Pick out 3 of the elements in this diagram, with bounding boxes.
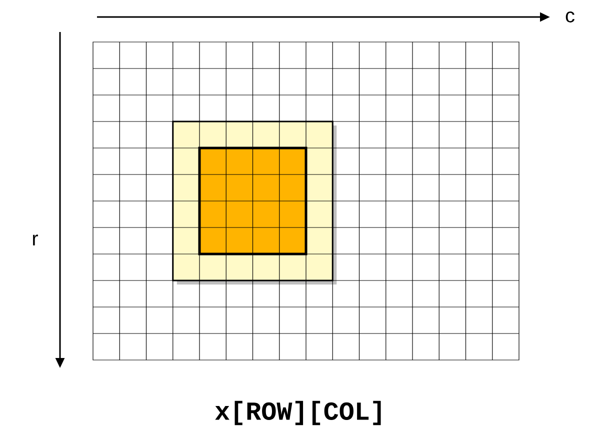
- array-expression: x[ROW][COL]: [215, 400, 381, 426]
- axis-label: r: [33, 234, 38, 246]
- axis-label: c: [566, 12, 574, 22]
